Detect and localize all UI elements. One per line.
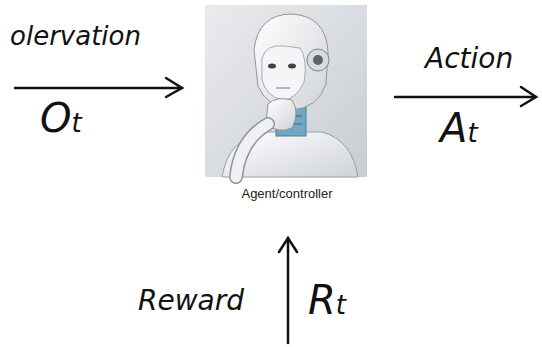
action-label: Action	[425, 44, 513, 75]
reward-arrow	[279, 238, 297, 343]
action-symbol: At	[440, 106, 478, 150]
reward-symbol: Rt	[308, 278, 346, 322]
reward-label: Reward	[138, 286, 244, 317]
robot-picture	[205, 5, 367, 177]
observation-label: olervation	[10, 22, 141, 51]
observation-symbol: Ot	[40, 96, 82, 140]
action-arrow	[395, 87, 536, 106]
observation-arrow	[15, 78, 182, 97]
caption-text: Agent/controller	[237, 186, 337, 201]
agent-caption: Agent/controller	[237, 186, 337, 201]
